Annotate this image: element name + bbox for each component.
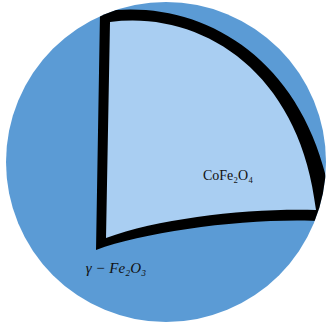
outer-shell: [6, 2, 326, 322]
core-cutaway: CoFe₂O₄: [106, 22, 316, 238]
interface-layer: [96, 10, 333, 250]
shape-outline: [106, 22, 316, 238]
material-label: γ − Fe₂O₃: [86, 259, 147, 277]
material-label: CoFe₂O₄: [203, 168, 253, 185]
core-surface: [106, 21, 316, 238]
